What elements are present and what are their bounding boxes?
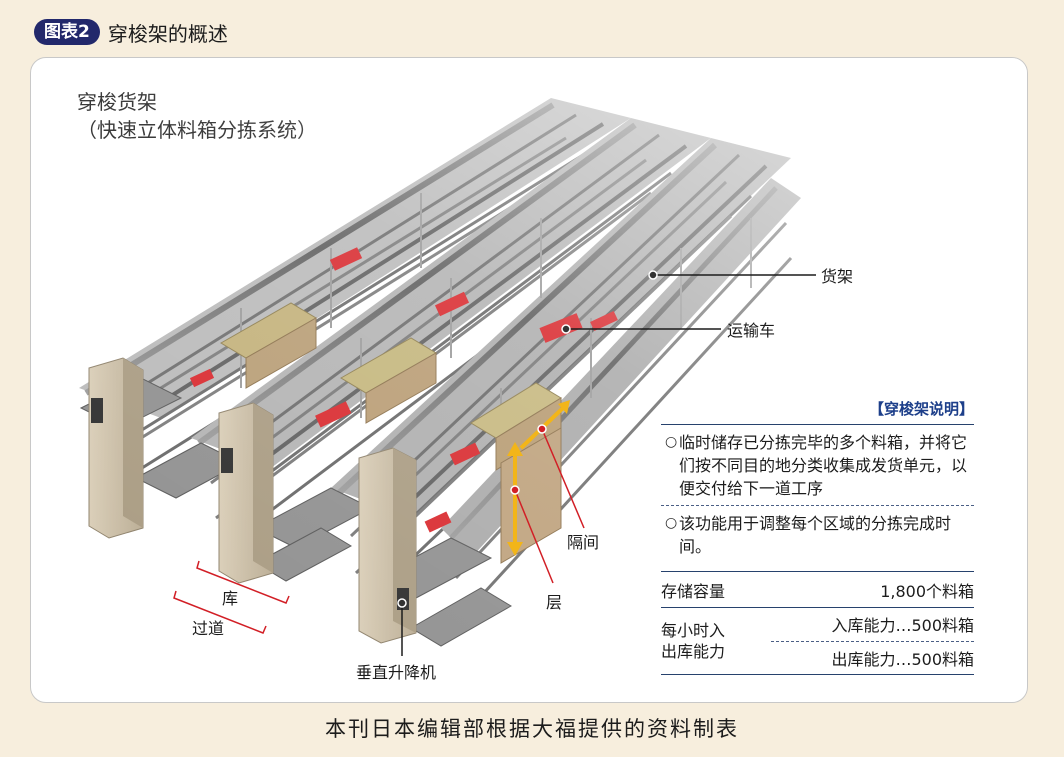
label-aisle: 过道 bbox=[192, 619, 225, 638]
inbound-capacity: 入库能力…500料箱 bbox=[831, 616, 974, 636]
label-level: 层 bbox=[546, 593, 563, 612]
info-bullet-2: ○ 该功能用于调整每个区域的分拣完成时间。 bbox=[661, 506, 974, 563]
capacity-label: 存储容量 bbox=[661, 581, 726, 601]
label-shuttle: 运输车 bbox=[727, 321, 776, 340]
callout-lines bbox=[397, 270, 816, 656]
capacity-row: 存储容量 1,800个料箱 bbox=[661, 572, 974, 607]
figure-header: 图表2 穿梭架的概述 bbox=[34, 17, 228, 47]
throughput-label: 每小时入 出库能力 bbox=[661, 621, 726, 661]
bullet-circle-icon: ○ bbox=[665, 515, 678, 531]
label-lift: 垂直升降机 bbox=[356, 663, 437, 682]
bullet-circle-icon: ○ bbox=[665, 434, 678, 450]
lift-3 bbox=[358, 447, 417, 644]
aisle-bracket bbox=[173, 590, 267, 634]
info-bullet-1: ○ 临时储存已分拣完毕的多个料箱，并将它们按不同目的地分类收集成发货单元，以便交… bbox=[661, 425, 974, 505]
lift-1 bbox=[88, 357, 144, 539]
label-rack: 货架 bbox=[821, 267, 854, 286]
label-lane: 库 bbox=[222, 589, 239, 608]
capacity-value: 1,800个料箱 bbox=[880, 581, 974, 601]
figure-title: 穿梭架的概述 bbox=[107, 21, 228, 46]
diagram-panel: 穿梭货架 （快速立体料箱分拣系统） bbox=[30, 57, 1028, 703]
source-caption: 本刊日本编辑部根据大福提供的资料制表 bbox=[325, 717, 739, 741]
lane-bracket bbox=[196, 560, 290, 604]
figure-badge: 图表2 bbox=[34, 19, 100, 45]
info-box: 【穿梭架说明】 ○ 临时储存已分拣完毕的多个料箱，并将它们按不同目的地分类收集成… bbox=[661, 398, 974, 675]
label-bay: 隔间 bbox=[567, 533, 600, 552]
info-heading: 【穿梭架说明】 bbox=[661, 398, 974, 425]
lift-2 bbox=[218, 402, 274, 584]
throughput-block: 每小时入 出库能力 入库能力…500料箱 出库能力…500料箱 bbox=[661, 608, 974, 674]
outbound-capacity: 出库能力…500料箱 bbox=[831, 649, 974, 669]
level-arrow bbox=[507, 442, 523, 556]
